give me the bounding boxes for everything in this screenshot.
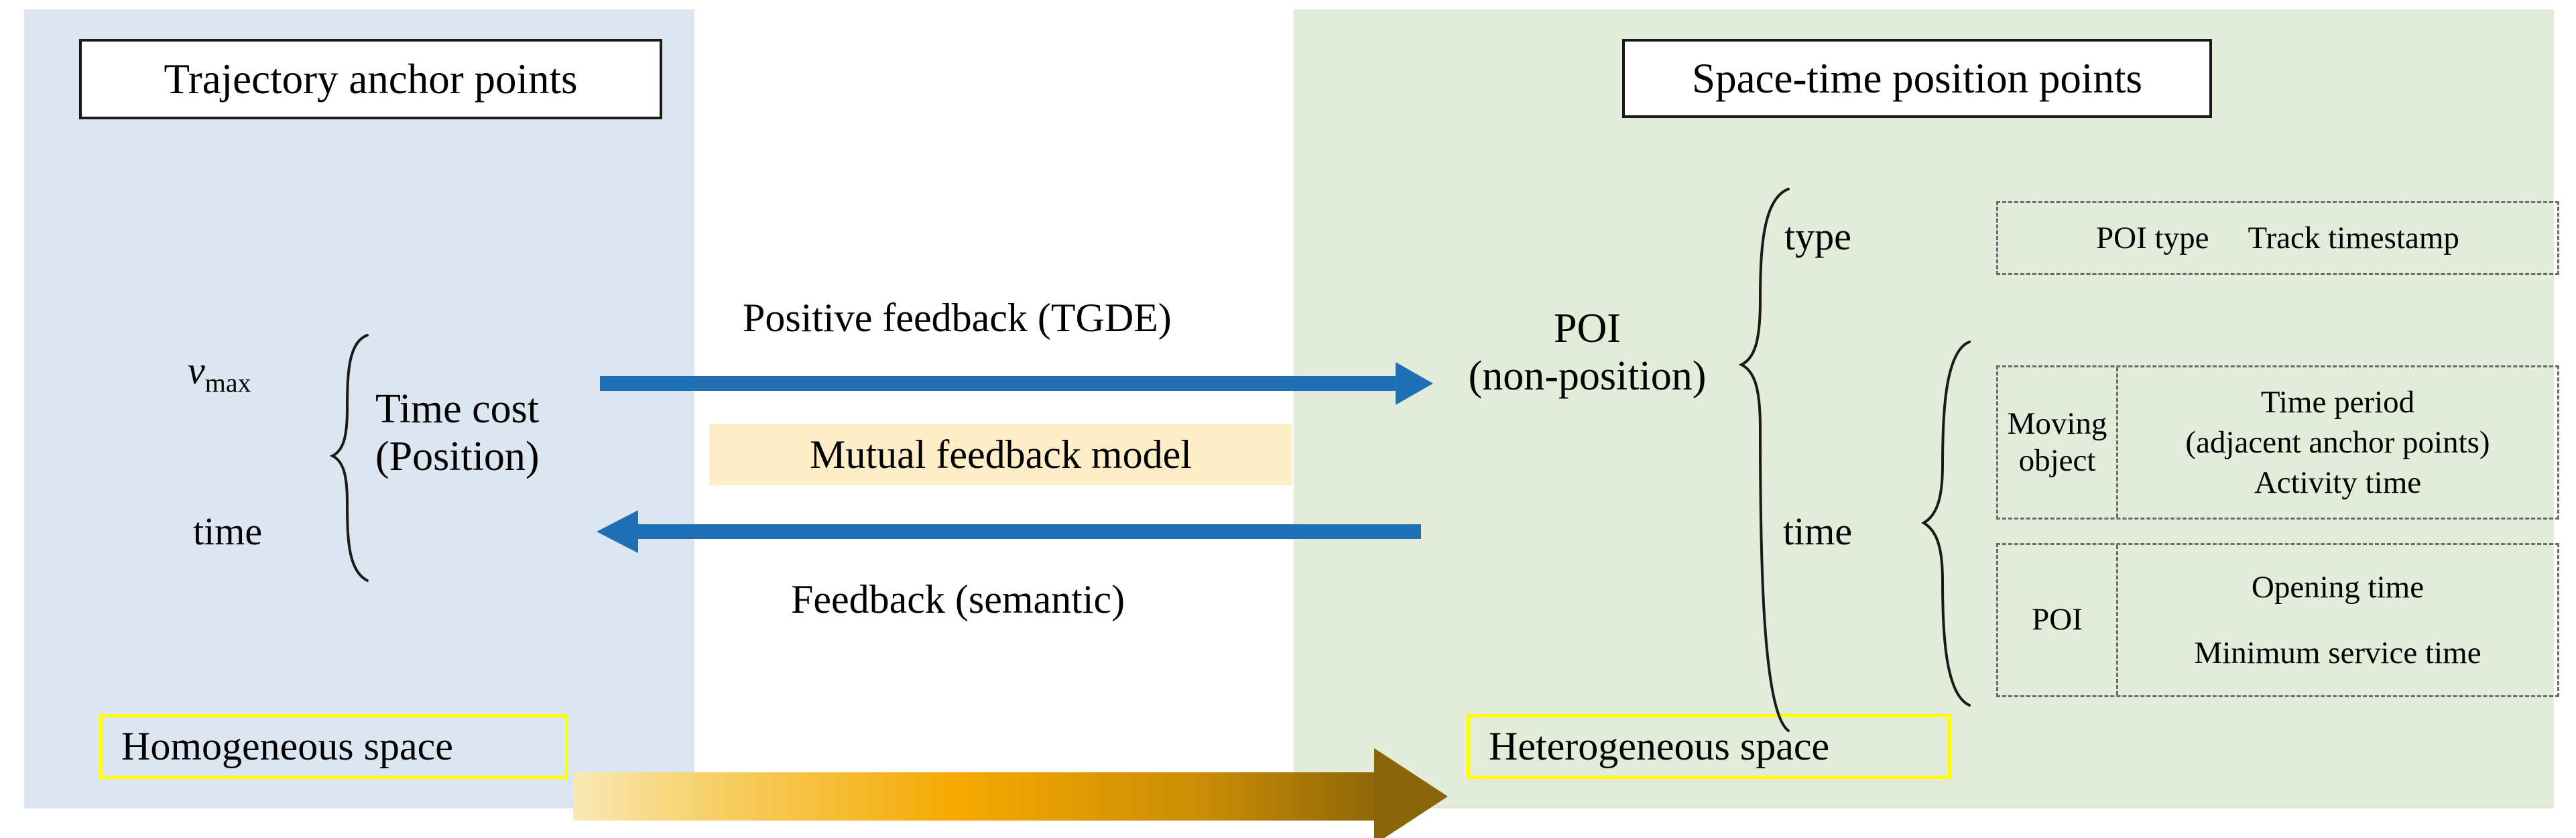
moving-object-line2: object [2018,443,2096,478]
positive-feedback-label: Positive feedback (TGDE) [743,296,1172,340]
attribute-time-period: Time period [2260,384,2415,420]
homogeneous-space-label: Homogeneous space [99,714,568,779]
vmax-subscript: max [204,367,251,398]
moving-object-attributes-cell: Time period (adjacent anchor points) Act… [2118,367,2557,518]
trajectory-anchor-points-title: Trajectory anchor points [79,39,662,119]
moving-object-owner-cell: Moving object [1998,367,2118,518]
moving-object-time-box: Moving object Time period (adjacent anch… [1996,365,2559,520]
poi-attributes-cell: Opening time Minimum service time [2118,545,2557,695]
poi-line2: (non-position) [1468,353,1707,400]
space-time-position-points-title: Space-time position points [1622,39,2212,118]
attribute-track-timestamp: Track timestamp [2248,221,2459,255]
poi-time-box: POI Opening time Minimum service time [1996,543,2559,697]
attribute-opening-time: Opening time [2251,569,2425,605]
vmax-label: vmax [188,349,251,399]
poi-owner-line1: POI [2032,602,2083,638]
attribute-minimum-service-time: Minimum service time [2194,635,2481,670]
attribute-adjacent-anchor-points: (adjacent anchor points) [2185,424,2490,460]
time-cost-position-label: Time cost (Position) [375,385,540,481]
moving-object-line1: Moving [2007,406,2107,441]
poi-type-attributes-box: POI type Track timestamp [1996,201,2559,275]
time-label-left: time [193,510,263,553]
branch-time-label: time [1783,510,1853,553]
mutual-feedback-model-badge: Mutual feedback model [709,424,1292,485]
branch-type-label: type [1784,215,1851,258]
poi-line1: POI [1554,306,1621,351]
vmax-base: v [188,349,205,392]
poi-non-position-label: POI (non-position) [1433,305,1741,401]
attribute-activity-time: Activity time [2254,465,2422,501]
attribute-poi-type: POI type [2096,221,2209,255]
heterogeneous-space-label: Heterogeneous space [1467,714,1951,779]
time-cost-line1: Time cost [375,386,540,432]
time-cost-line2: (Position) [375,434,540,480]
feedback-semantic-label: Feedback (semantic) [791,577,1125,621]
poi-owner-cell: POI [1998,545,2118,695]
homogeneous-space-panel [24,9,694,809]
